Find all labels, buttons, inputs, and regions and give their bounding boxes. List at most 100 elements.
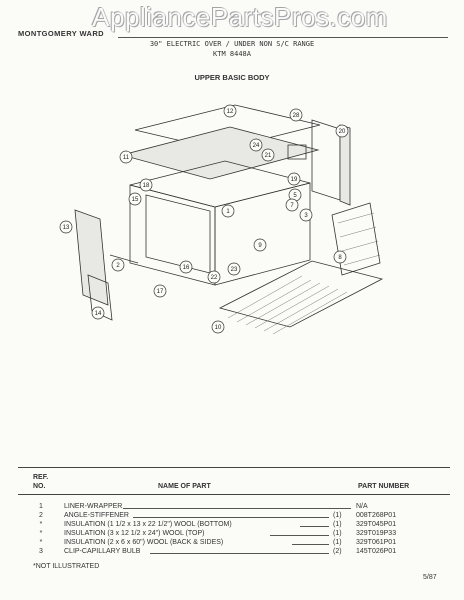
callout-1 xyxy=(221,204,235,218)
svg-text:15: 15 xyxy=(132,197,139,203)
row-qty: (1) xyxy=(333,512,342,519)
row-ref: 2 xyxy=(39,512,43,519)
svg-text:19: 19 xyxy=(291,177,298,183)
liner-front xyxy=(129,184,216,286)
table-row: * INSULATION (2 x 6 x 60") WOOL (BACK & … xyxy=(0,539,464,549)
row-part-name: INSULATION (2 x 6 x 60") WOOL (BACK & SI… xyxy=(64,539,224,546)
row-part-number: 329T061P01 xyxy=(356,539,397,546)
callout-11 xyxy=(119,150,133,164)
table-top-rule xyxy=(18,467,450,468)
row-ref: * xyxy=(39,530,43,537)
header-name-of-part: NAME OF PART xyxy=(158,483,211,490)
row-part-name: ANGLE-STIFFENER xyxy=(64,512,129,519)
top-plate xyxy=(120,126,320,180)
svg-text:1: 1 xyxy=(226,209,230,215)
oven-opening xyxy=(145,194,211,274)
row-qty: (1) xyxy=(333,539,342,546)
callout-10 xyxy=(211,320,225,334)
rack-support xyxy=(331,202,381,276)
svg-text:11: 11 xyxy=(123,155,130,161)
svg-text:22: 22 xyxy=(211,275,218,281)
header-ref: REF. xyxy=(33,474,49,481)
angle-stiffener xyxy=(109,254,139,264)
row-ref: * xyxy=(39,539,43,546)
svg-text:12: 12 xyxy=(227,109,234,115)
liner-side xyxy=(214,182,311,286)
footnote: *NOT ILLUSTRATED xyxy=(33,563,100,570)
row-part-number: 329T045P01 xyxy=(356,521,397,528)
callout-28 xyxy=(289,108,303,122)
callout-23 xyxy=(227,262,241,276)
callout-19 xyxy=(287,172,301,186)
svg-text:16: 16 xyxy=(183,265,190,271)
row-part-name: INSULATION (3 x 12 1/2 x 24") WOOL (TOP) xyxy=(64,530,205,537)
callout-21 xyxy=(261,148,275,162)
svg-text:18: 18 xyxy=(143,183,150,189)
watermark: AppliancePartsPros.com xyxy=(92,2,388,32)
callout-15 xyxy=(128,192,142,206)
svg-text:20: 20 xyxy=(339,129,346,135)
svg-text:10: 10 xyxy=(215,325,222,331)
svg-text:2: 2 xyxy=(116,263,120,269)
callout-9 xyxy=(253,238,267,252)
svg-text:21: 21 xyxy=(265,153,272,159)
callout-12 xyxy=(223,104,237,118)
row-qty: (1) xyxy=(333,530,342,537)
callout-18 xyxy=(139,178,153,192)
revision-date: 5/87 xyxy=(423,574,437,581)
callout-3 xyxy=(299,208,313,222)
row-ref: * xyxy=(39,521,43,528)
svg-text:13: 13 xyxy=(63,225,70,231)
svg-text:28: 28 xyxy=(293,113,300,119)
oven-rack xyxy=(218,260,384,328)
header-rule xyxy=(118,37,448,38)
row-part-number: 145T026P01 xyxy=(356,548,397,555)
section-title: UPPER BASIC BODY xyxy=(194,73,270,82)
table-row: 1 LINER-WRAPPER N/A xyxy=(0,503,464,513)
row-qty: (1) xyxy=(333,521,342,528)
row-part-name: INSULATION (1 1/2 x 13 x 22 1/2") WOOL (… xyxy=(64,521,232,528)
row-part-name: LINER-WRAPPER xyxy=(64,503,123,510)
model-description: 30" ELECTRIC OVER / UNDER NON S/C RANGE xyxy=(149,40,315,48)
row-ref: 1 xyxy=(39,503,43,510)
brand-name: MONTGOMERY WARD xyxy=(18,29,104,38)
table-header-rule xyxy=(18,494,450,495)
svg-text:24: 24 xyxy=(253,143,260,149)
svg-text:8: 8 xyxy=(338,255,342,261)
callout-14 xyxy=(91,306,105,320)
callout-13 xyxy=(59,220,73,234)
svg-text:23: 23 xyxy=(231,267,238,273)
callout-24 xyxy=(249,138,263,152)
header-part-number: PART NUMBER xyxy=(358,483,410,490)
row-ref: 3 xyxy=(39,548,43,555)
row-part-number: N/A xyxy=(356,503,368,510)
left-side-panel xyxy=(74,209,109,306)
header-no: NO. xyxy=(33,483,46,490)
model-number: KTM 8448A xyxy=(213,50,251,58)
table-row: 3 CLIP-CAPILLARY BULB (2) 145T026P01 xyxy=(0,548,464,558)
svg-text:7: 7 xyxy=(290,203,294,209)
left-insulation xyxy=(87,274,113,321)
row-part-number: 329T019P33 xyxy=(356,530,397,537)
exploded-parts-diagram: 12 11 24 21 28 20 18 19 15 1 5 2 8 13 7 … xyxy=(59,104,384,335)
svg-text:14: 14 xyxy=(95,311,102,317)
row-qty: (2) xyxy=(333,548,342,555)
callout-7 xyxy=(285,198,299,212)
table-row: * INSULATION (1 1/2 x 13 x 22 1/2") WOOL… xyxy=(0,521,464,531)
callout-16 xyxy=(179,260,193,274)
table-row: 2 ANGLE-STIFFENER (1) 008T268P01 xyxy=(0,512,464,522)
svg-text:5: 5 xyxy=(293,193,297,199)
callout-2 xyxy=(111,258,125,272)
row-part-name: CLIP-CAPILLARY BULB xyxy=(64,548,141,555)
callout-17 xyxy=(153,284,167,298)
svg-text:9: 9 xyxy=(258,243,262,249)
callout-22 xyxy=(207,270,221,284)
callout-20 xyxy=(335,124,349,138)
callout-8 xyxy=(333,250,347,264)
svg-text:3: 3 xyxy=(304,213,308,219)
junction-block xyxy=(287,144,307,160)
row-part-number: 008T268P01 xyxy=(356,512,397,519)
table-row: * INSULATION (3 x 12 1/2 x 24") WOOL (TO… xyxy=(0,530,464,540)
svg-text:17: 17 xyxy=(157,289,164,295)
